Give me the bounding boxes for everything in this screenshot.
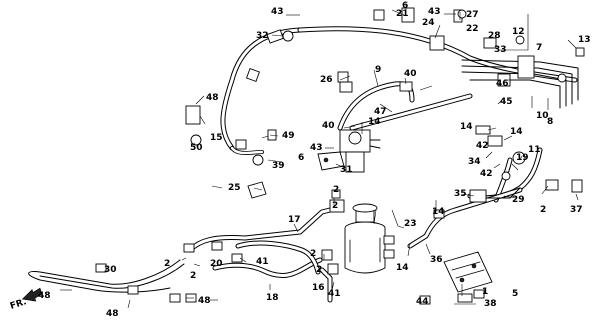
callout-41: 41	[328, 289, 341, 299]
callout-9: 9	[375, 65, 381, 75]
callout-7: 7	[536, 43, 542, 53]
callout-20: 20	[210, 259, 223, 269]
callout-39: 39	[272, 161, 285, 171]
callout-2: 2	[333, 185, 339, 195]
callout-42: 42	[480, 169, 493, 179]
callout-numbers: 43 21 6 43 27 24 22 32 28 12 13 7 33 9 4…	[38, 1, 591, 319]
callout-8: 8	[547, 117, 553, 127]
control-valve	[339, 129, 381, 173]
hose-47	[337, 81, 473, 131]
callout-43: 43	[428, 7, 441, 17]
callout-31: 31	[340, 165, 353, 175]
callout-13: 13	[578, 35, 591, 45]
callout-30: 30	[104, 265, 117, 275]
callout-49: 49	[282, 131, 295, 141]
reservoir-tank	[344, 203, 395, 274]
callout-2: 2	[164, 259, 170, 269]
callout-10: 10	[536, 111, 549, 121]
callout-40: 40	[404, 69, 417, 79]
callout-27: 27	[466, 10, 479, 20]
right-hose-group	[407, 125, 583, 249]
callout-45: 45	[500, 97, 513, 107]
callout-16: 16	[312, 283, 325, 293]
callout-36: 36	[430, 255, 443, 265]
callout-34: 34	[468, 157, 481, 167]
callout-21: 21	[396, 9, 409, 19]
callout-25: 25	[228, 183, 241, 193]
callout-32: 32	[256, 31, 269, 41]
callout-5: 5	[512, 289, 518, 299]
callout-2: 2	[332, 201, 338, 211]
callout-14: 14	[396, 263, 409, 273]
callout-50: 50	[190, 143, 203, 153]
callout-48: 48	[198, 296, 211, 306]
callout-1: 1	[482, 287, 488, 297]
callout-43: 43	[310, 143, 323, 153]
callout-48: 48	[38, 291, 51, 301]
pipe-bundle-right	[461, 35, 585, 109]
callout-48: 48	[206, 93, 219, 103]
direction-label: FR.	[9, 297, 28, 312]
callout-11: 11	[528, 145, 541, 155]
callout-14: 14	[510, 127, 523, 137]
lower-hose-loop	[183, 207, 339, 303]
callout-47: 47	[374, 107, 387, 117]
callout-42: 42	[476, 141, 489, 151]
callout-33: 33	[494, 45, 507, 55]
callout-15: 15	[210, 133, 223, 143]
callout-44: 44	[416, 297, 429, 307]
callout-22: 22	[466, 24, 479, 34]
callout-14: 14	[432, 207, 445, 217]
callout-26: 26	[320, 75, 333, 85]
callout-2: 2	[310, 249, 316, 259]
callout-14: 14	[460, 122, 473, 132]
callout-19: 19	[516, 153, 529, 163]
callout-2: 2	[540, 205, 546, 215]
callout-41: 41	[256, 257, 269, 267]
callout-40: 40	[322, 121, 335, 131]
callout-29: 29	[512, 195, 525, 205]
fasteners	[185, 7, 467, 305]
callout-48: 48	[106, 309, 119, 319]
callout-18: 18	[266, 293, 279, 303]
mount-bracket	[443, 251, 493, 303]
callout-23: 23	[404, 219, 417, 229]
callout-6: 6	[402, 1, 408, 11]
callout-24: 24	[422, 18, 435, 28]
callout-14: 14	[368, 117, 381, 127]
leader-lines	[60, 4, 579, 309]
callout-37: 37	[570, 205, 583, 215]
callout-46: 46	[496, 79, 509, 89]
callout-43: 43	[271, 7, 284, 17]
callout-35: 35	[454, 189, 467, 199]
bracket-33	[317, 151, 345, 171]
callout-6: 6	[298, 153, 304, 163]
callout-17: 17	[288, 215, 301, 225]
callout-38: 38	[484, 299, 497, 309]
callout-2: 2	[316, 265, 322, 275]
callout-2: 2	[190, 271, 196, 281]
front-direction-arrow: FR.	[9, 287, 43, 312]
callout-12: 12	[512, 27, 525, 37]
callout-28: 28	[488, 31, 501, 41]
